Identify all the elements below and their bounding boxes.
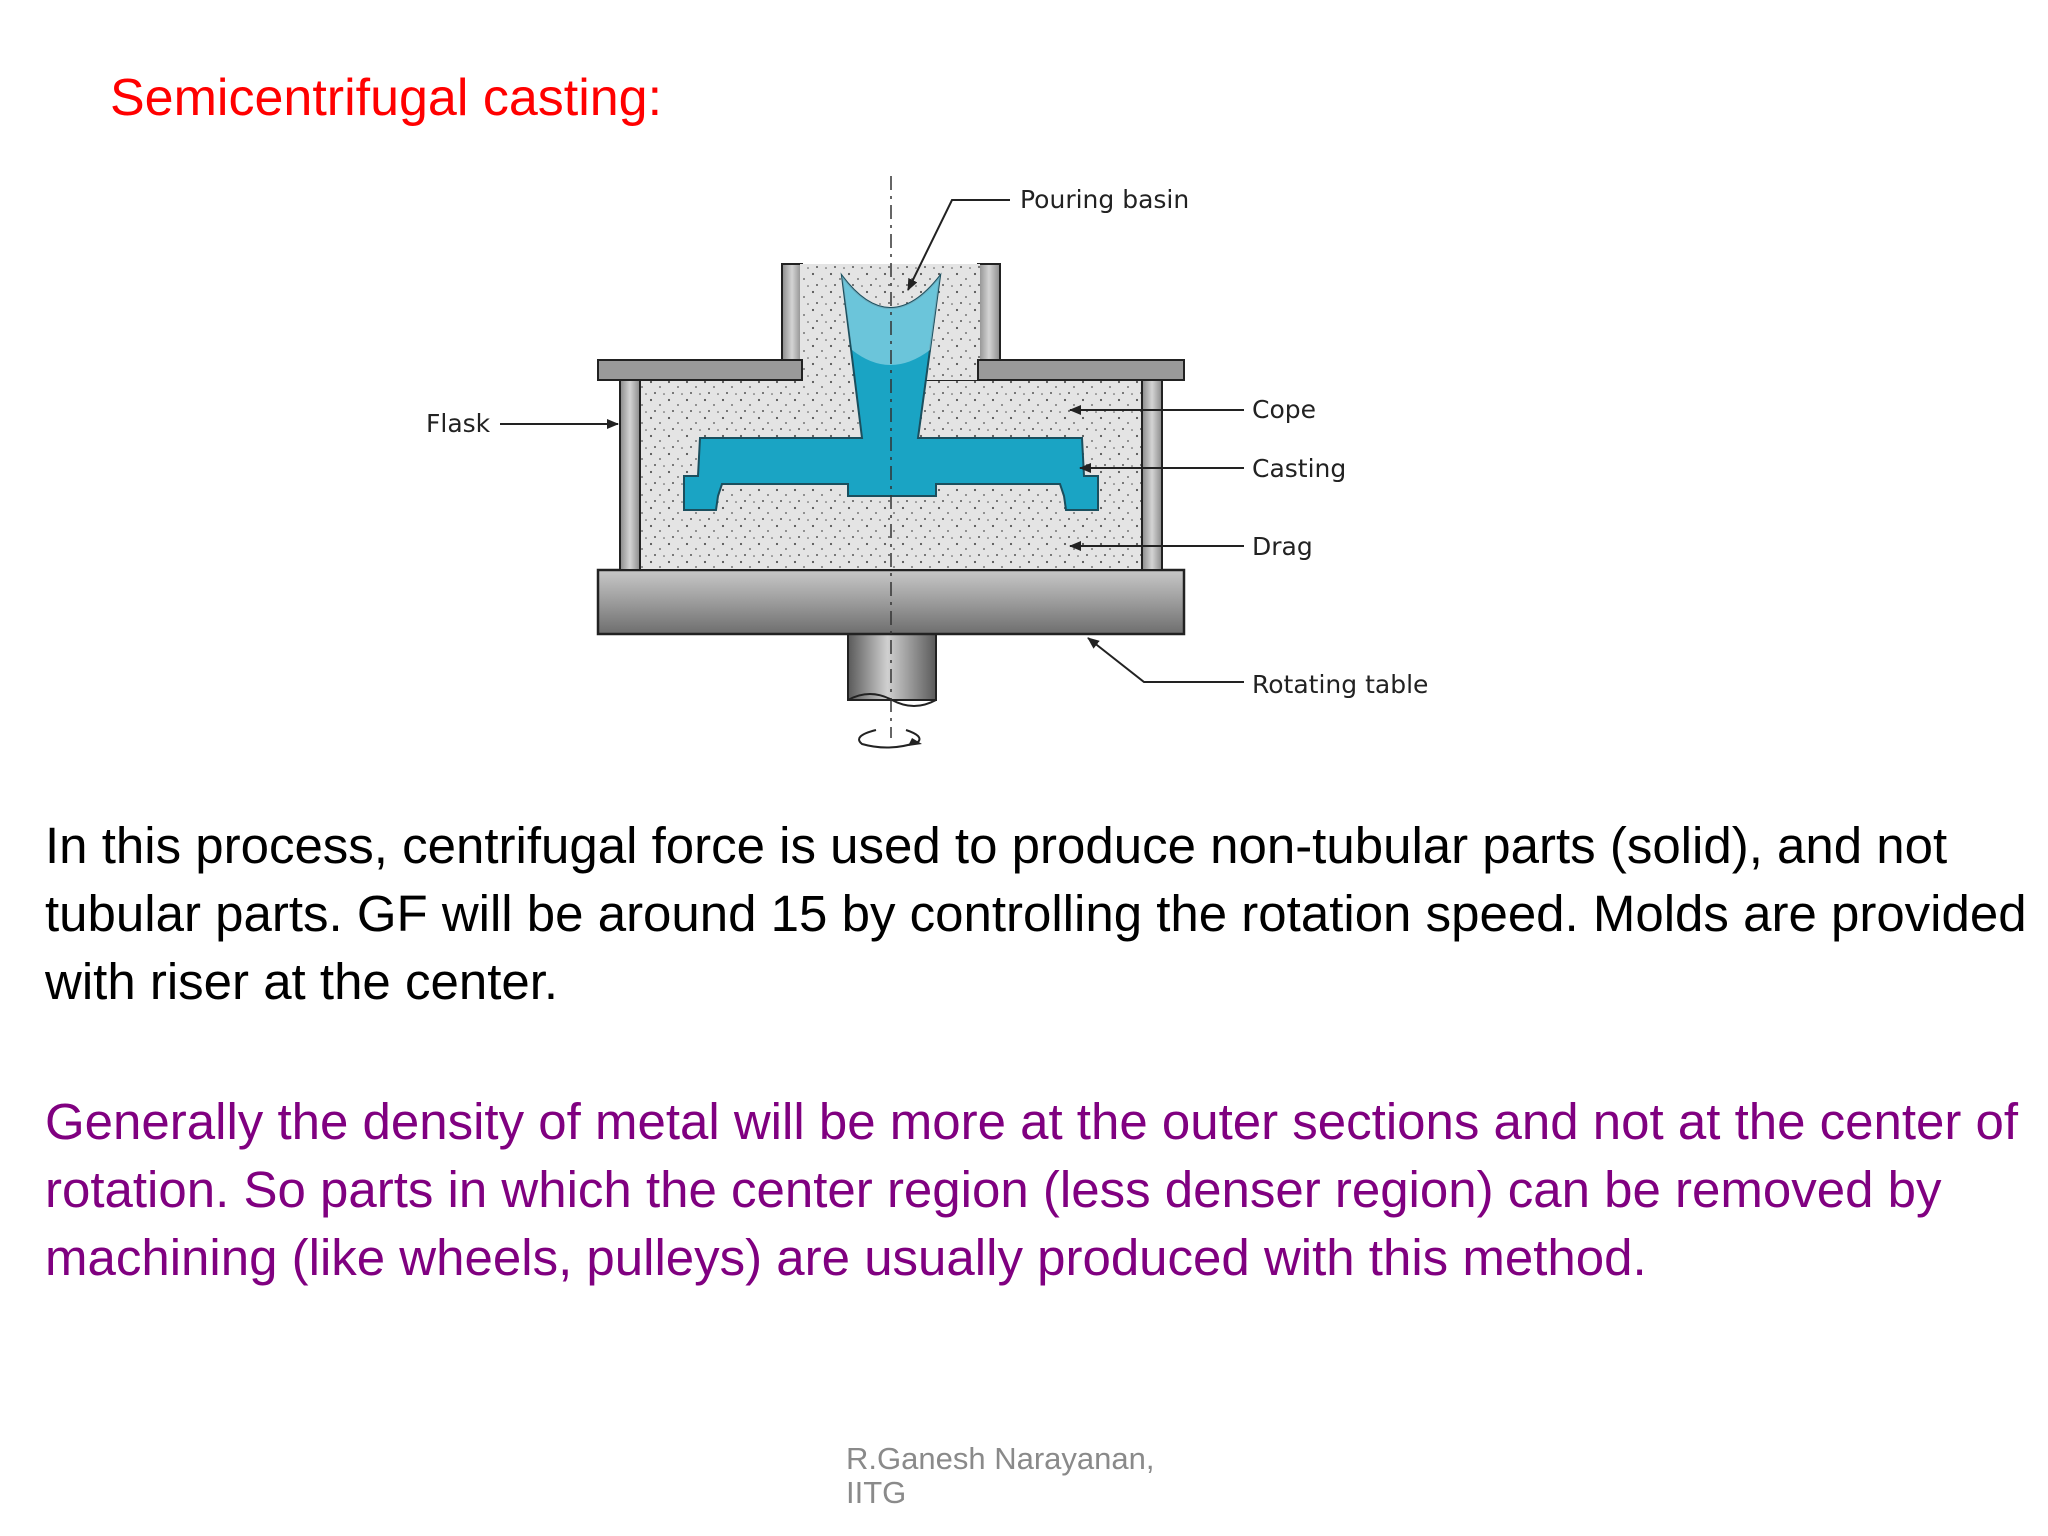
label-pouring-basin: Pouring basin [1020, 185, 1189, 214]
label-drag: Drag [1252, 532, 1313, 561]
leader-lines [500, 199, 1244, 683]
label-cope: Cope [1252, 395, 1316, 424]
label-rotating-table: Rotating table [1252, 670, 1428, 699]
footer-author: R.Ganesh Narayanan, [846, 1441, 1155, 1476]
label-casting: Casting [1252, 454, 1346, 483]
footer-institute: IITG [846, 1475, 907, 1510]
semicentrifugal-casting-diagram: Pouring basin Flask Cope Casting Drag Ro… [426, 176, 1428, 749]
shaft [847, 631, 937, 707]
cope-top-plates [597, 359, 1185, 381]
paragraph-process-description: In this process, centrifugal force is us… [45, 817, 2027, 1010]
slide-title: Semicentrifugal casting: [110, 69, 663, 127]
paragraph-density-note: Generally the density of metal will be m… [45, 1093, 2019, 1286]
rotation-arrow-icon [858, 729, 922, 749]
label-flask: Flask [426, 409, 491, 438]
slide-footer: R.Ganesh Narayanan, IITG [846, 1442, 1154, 1510]
